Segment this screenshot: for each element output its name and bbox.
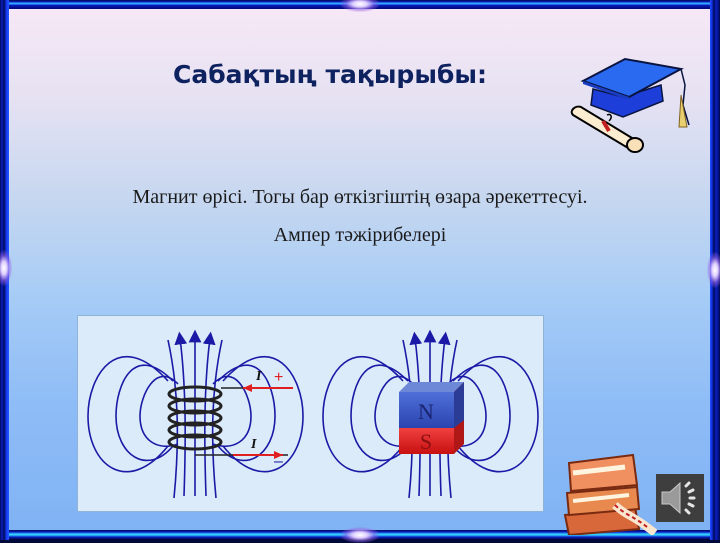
speaker-icon <box>661 481 696 515</box>
minus-terminal-label: – <box>274 453 283 470</box>
north-pole-label: N <box>418 399 434 424</box>
plus-terminal-label: + <box>274 369 283 386</box>
south-pole-label: S <box>420 429 432 454</box>
field-lines-figure: I I + – <box>87 329 539 499</box>
slide-subtitle: Магнит өрісі. Тогы бар өткізгіштің өзара… <box>40 178 680 254</box>
sparkle-bottom-icon <box>340 527 380 543</box>
solenoid-field-lines <box>87 329 304 499</box>
audio-speaker-button[interactable] <box>656 474 704 522</box>
subtitle-line-2: Ампер тәжірибелері <box>273 224 447 246</box>
subtitle-line-1: Магнит өрісі. Тогы бар өткізгіштің өзара… <box>132 186 588 208</box>
diploma-scroll-icon <box>570 105 644 153</box>
slide-title: Сабақтың тақырыбы: <box>172 60 487 89</box>
bar-magnet-icon <box>399 382 464 454</box>
sparkle-right-icon <box>707 252 720 288</box>
current-arrows <box>233 384 293 459</box>
current-label-top: I <box>255 369 262 384</box>
books-icon <box>563 453 658 535</box>
sparkle-left-icon <box>0 250 12 286</box>
magnetic-field-diagram: I I + – <box>77 315 544 512</box>
coil-icon <box>167 385 288 456</box>
graduation-cap-icon <box>570 57 690 153</box>
sparkle-top-icon <box>340 0 380 12</box>
current-label-bottom: I <box>250 437 257 452</box>
